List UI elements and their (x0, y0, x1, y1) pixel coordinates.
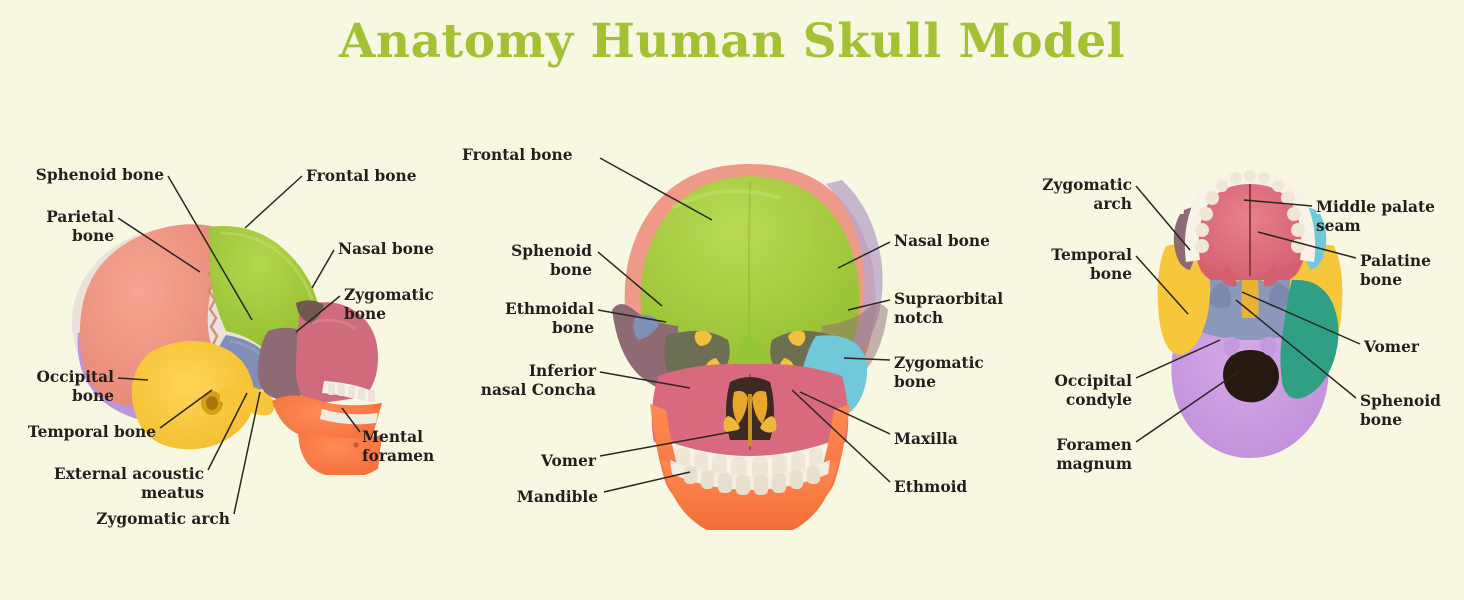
label-occipital-condyle: Occipital condyle (1054, 372, 1132, 409)
label-zygomatic-bone-lateral: Zygomatic bone (344, 286, 434, 323)
label-zygomatic-arch-lateral: Zygomatic arch (96, 510, 230, 528)
label-occipital-bone: Occipital bone (36, 368, 114, 405)
anterior-skull-image (600, 160, 900, 530)
label-ethmoidal-bone: Ethmoidal bone (504, 300, 594, 337)
label-zygomatic-arch-inferior: Zygomatic arch (1042, 176, 1132, 213)
label-foramen-magnum: Foramen magnum (1056, 436, 1132, 473)
label-temporal-bone-inferior: Temporal bone (1051, 246, 1132, 283)
label-sphenoid-bone-inferior: Sphenoid bone (1360, 392, 1441, 429)
label-sphenoid-bone: Sphenoid bone (35, 166, 164, 184)
label-nasal-bone-anterior: Nasal bone (894, 232, 990, 250)
label-mental-foramen: Mental foramen (362, 428, 435, 465)
label-mandible: Mandible (516, 488, 598, 506)
label-ethmoid: Ethmoid (894, 478, 968, 496)
page-title: Anatomy Human Skull Model (338, 14, 1126, 69)
label-external-acoustic-meatus: External acoustic meatus (53, 465, 204, 502)
label-middle-palate-seam: Middle palate seam (1316, 198, 1435, 235)
label-maxilla: Maxilla (894, 430, 958, 448)
label-sphenoid-bone-anterior: Sphenoid bone (511, 242, 592, 279)
label-palatine-bone: Palatine bone (1360, 252, 1431, 289)
label-frontal-bone-lateral: Frontal bone (306, 167, 417, 185)
label-supraorbital-notch: Supraorbital notch (894, 290, 1004, 327)
label-zygomatic-bone-anterior: Zygomatic bone (894, 354, 984, 391)
label-temporal-bone: Temporal bone (27, 423, 156, 441)
label-inferior-nasal-concha: Inferior nasal Concha (480, 362, 596, 399)
label-parietal-bone: Parietal bone (46, 208, 114, 245)
label-vomer-inferior: Vomer (1364, 338, 1419, 356)
label-frontal-bone-anterior: Frontal bone (462, 146, 573, 164)
label-vomer-anterior: Vomer (541, 452, 596, 470)
label-nasal-bone-lateral: Nasal bone (338, 240, 434, 258)
